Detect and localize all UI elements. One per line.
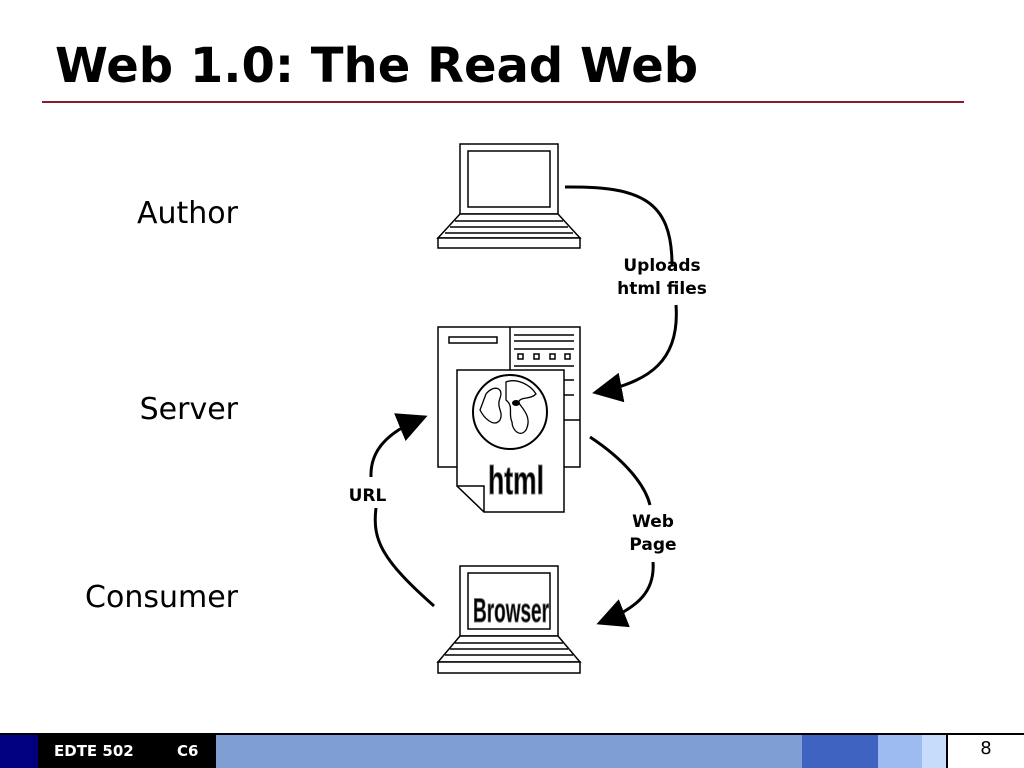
html-document-icon: html bbox=[456, 369, 565, 513]
web-page-label: Web Page bbox=[598, 511, 708, 557]
page-number: 8 bbox=[980, 738, 992, 759]
footer-course: EDTE 502 bbox=[54, 742, 134, 760]
url-arrow-upper bbox=[369, 413, 428, 478]
role-author-label: Author bbox=[136, 196, 238, 231]
url-label: URL bbox=[348, 486, 387, 506]
footer-segment-black bbox=[38, 735, 216, 768]
footer-segment-accent bbox=[802, 735, 878, 768]
web-page-label-line1: Web bbox=[632, 512, 674, 532]
author-laptop-icon bbox=[436, 143, 582, 249]
uploads-label-line1: Uploads bbox=[623, 256, 701, 276]
title-divider bbox=[42, 101, 964, 103]
uploads-arrow-lower bbox=[592, 304, 678, 403]
role-consumer-label: Consumer bbox=[85, 580, 238, 615]
footer-divider bbox=[0, 733, 1024, 735]
footer-segment-mid bbox=[216, 735, 802, 768]
slide-title: Web 1.0: The Read Web bbox=[55, 38, 699, 94]
consumer-laptop-icon bbox=[436, 565, 582, 674]
footer-segment-mid2 bbox=[878, 735, 922, 768]
browser-screen-text: Browser bbox=[473, 592, 549, 630]
footer-segment-edge bbox=[946, 735, 948, 768]
web-page-label-line2: Page bbox=[629, 535, 677, 555]
uploads-label-line2: html files bbox=[617, 279, 707, 299]
footer-segment-dark bbox=[0, 735, 38, 768]
web-page-arrow-lower bbox=[596, 561, 655, 628]
web-page-arrow-upper bbox=[589, 435, 652, 506]
url-arrow-lower bbox=[373, 507, 435, 608]
footer-segment-light bbox=[922, 735, 946, 768]
uploads-label: Uploads html files bbox=[592, 255, 732, 301]
footer-section: C6 bbox=[177, 742, 199, 760]
uploads-arrow bbox=[564, 185, 674, 266]
role-server-label: Server bbox=[139, 392, 238, 427]
html-document-text: html bbox=[488, 459, 544, 503]
